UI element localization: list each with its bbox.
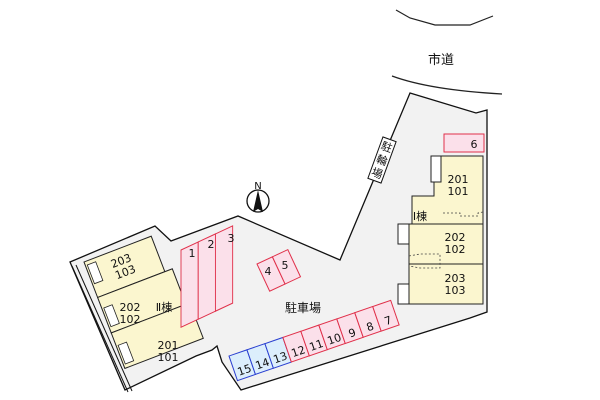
svg-text:4: 4 bbox=[265, 265, 272, 278]
svg-text:202: 202 bbox=[120, 301, 141, 314]
parking-lot-label: 駐車場 bbox=[285, 300, 321, 315]
svg-text:101: 101 bbox=[158, 351, 179, 364]
building-1: 201 101 202 102 203 103 Ⅰ棟 bbox=[397, 155, 484, 305]
parking-spaces-4-5 bbox=[256, 248, 302, 292]
svg-text:10: 10 bbox=[326, 331, 343, 348]
svg-text:103: 103 bbox=[445, 284, 466, 297]
svg-text:5: 5 bbox=[282, 259, 289, 272]
road-label: 市道 bbox=[428, 52, 454, 68]
svg-text:203: 203 bbox=[445, 272, 466, 285]
svg-text:101: 101 bbox=[448, 185, 469, 198]
svg-text:14: 14 bbox=[254, 356, 271, 373]
bicycle-parking-char-2: 輪 bbox=[374, 152, 389, 169]
building-2-edge bbox=[71, 265, 129, 393]
bicycle-parking-char-1: 駐 bbox=[379, 138, 394, 155]
parking-spaces-7-15: 15 14 13 12 11 10 9 8 7 bbox=[228, 299, 400, 382]
svg-text:7: 7 bbox=[383, 313, 394, 328]
svg-text:11: 11 bbox=[308, 337, 325, 354]
svg-text:N: N bbox=[254, 181, 261, 192]
svg-text:201: 201 bbox=[158, 339, 179, 352]
building-1-label: Ⅰ棟 bbox=[413, 209, 427, 223]
svg-text:102: 102 bbox=[445, 243, 466, 256]
building-2: 203 103 bbox=[83, 235, 204, 370]
bicycle-parking-sign: 駐 輪 場 bbox=[367, 136, 397, 184]
bicycle-parking-char-3: 場 bbox=[370, 166, 385, 182]
north-compass-icon: N bbox=[246, 181, 270, 213]
svg-text:6: 6 bbox=[471, 138, 478, 151]
svg-text:102: 102 bbox=[120, 313, 141, 326]
building-2-edge bbox=[75, 264, 133, 392]
road-edge-bottom bbox=[391, 75, 503, 95]
svg-text:13: 13 bbox=[272, 349, 289, 366]
svg-text:201: 201 bbox=[448, 173, 469, 186]
svg-text:12: 12 bbox=[290, 343, 307, 360]
svg-text:1: 1 bbox=[189, 247, 196, 260]
road-edge-top bbox=[395, 9, 494, 26]
svg-text:3: 3 bbox=[228, 232, 235, 245]
svg-text:2: 2 bbox=[208, 238, 215, 251]
parking-spaces-1-3 bbox=[180, 225, 234, 328]
building-2-label: Ⅱ棟 bbox=[156, 300, 172, 314]
svg-text:8: 8 bbox=[365, 320, 376, 335]
svg-text:15: 15 bbox=[236, 362, 253, 379]
svg-text:202: 202 bbox=[445, 231, 466, 244]
svg-text:9: 9 bbox=[347, 326, 358, 341]
parking-space-6: 6 bbox=[443, 133, 485, 153]
